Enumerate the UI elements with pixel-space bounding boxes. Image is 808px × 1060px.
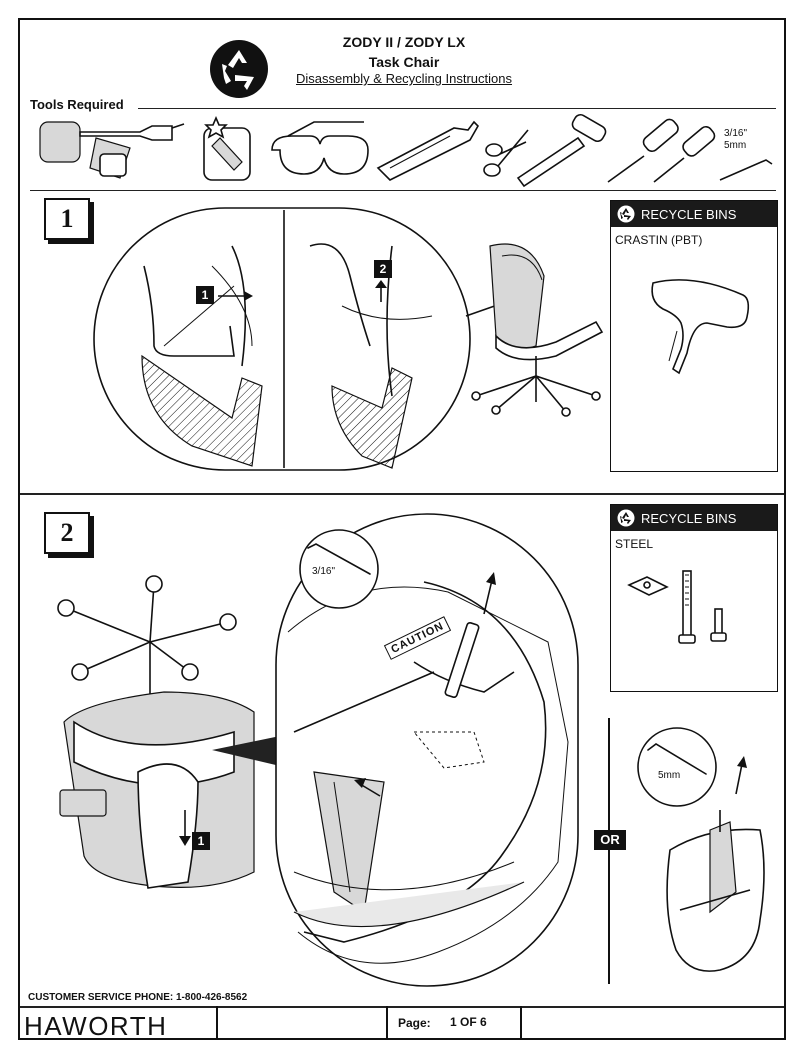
hex-key-label-a: 3/16": [312, 566, 336, 577]
page-frame: [18, 18, 786, 1040]
hex-size-a: 3/16": [724, 128, 748, 139]
step-1-detail-callout: [93, 207, 471, 471]
arrow-up-icon: [735, 756, 747, 795]
steel-hardware-illustration: [627, 570, 727, 644]
phillips-screwdriver-icon: [607, 118, 679, 183]
step-1-callout-1: 1: [196, 286, 214, 304]
page-label: Page:: [398, 1016, 431, 1030]
step-1-number: 1: [44, 198, 90, 240]
brand-logo: HAWORTH: [24, 1011, 168, 1041]
scissors-icon: [483, 129, 529, 177]
arrow-up-icon: [483, 572, 496, 615]
recycle-bins-panel-1: RECYCLE BINS CRASTIN (PBT): [610, 200, 778, 472]
crastin-part-illustration: [651, 279, 750, 375]
footer-divider: [20, 1006, 784, 1008]
recycle-bins-heading: RECYCLE BINS: [641, 206, 737, 222]
hex-key-label-b: 5mm: [658, 770, 681, 781]
footer-divider-v: [520, 1006, 522, 1040]
hex-key-icon: [719, 159, 773, 181]
recycle-bins-header: RECYCLE BINS: [611, 505, 777, 531]
hex-size-b: 5mm: [724, 140, 747, 151]
chair-illustration: [465, 243, 604, 417]
recycle-bins-heading: RECYCLE BINS: [641, 510, 737, 526]
footer-divider-v: [216, 1006, 218, 1040]
recycle-icon: [617, 509, 635, 527]
arrow-up-icon: [375, 280, 387, 302]
seat-back-part-illustration: [666, 810, 765, 972]
safety-glasses-icon: [271, 121, 369, 175]
footer-divider-v: [386, 1006, 388, 1040]
instructions-link[interactable]: Disassembly & Recycling Instructions: [295, 71, 513, 86]
flat-screwdriver-icon: [653, 125, 716, 183]
torx-bit-icon: [203, 115, 251, 181]
tools-required-label: Tools Required: [30, 97, 124, 112]
step-2-detail-callout: [275, 513, 579, 987]
power-drill-icon: [39, 121, 185, 179]
step-1-callout-2: 2: [374, 260, 392, 278]
utility-knife-icon: [376, 120, 479, 181]
or-label: OR: [594, 830, 626, 850]
arrow-left-icon: [354, 778, 381, 797]
hammer-icon: [516, 113, 607, 188]
section-divider: [20, 493, 784, 495]
arrow-down-icon: [179, 810, 191, 846]
zoom-link-icon: [212, 736, 280, 766]
or-divider: [608, 718, 610, 984]
product-subtitle: Task Chair: [368, 54, 440, 70]
divider: [30, 190, 776, 191]
recycle-bins-panel-2: RECYCLE BINS STEEL: [610, 504, 778, 692]
step-2-callout-1: 1: [192, 832, 210, 850]
recycle-material: CRASTIN (PBT): [615, 233, 703, 247]
hex-key-5mm-circle: [637, 727, 717, 807]
arrow-right-icon: [218, 291, 253, 301]
hex-key-3-16-circle: [299, 529, 379, 609]
customer-service-phone: CUSTOMER SERVICE PHONE: 1-800-426-8562: [28, 992, 248, 1003]
page-number: 1 OF 6: [450, 1015, 487, 1029]
product-title: ZODY II / ZODY LX: [342, 34, 466, 50]
recycle-icon: [617, 205, 635, 223]
recycle-bins-header: RECYCLE BINS: [611, 201, 777, 227]
step-2-number: 2: [44, 512, 90, 554]
hex-size-labels: 3/16" 5mm: [724, 128, 747, 152]
recycle-logo-icon: [210, 40, 268, 98]
recycle-material: STEEL: [615, 537, 654, 551]
divider: [138, 108, 776, 109]
